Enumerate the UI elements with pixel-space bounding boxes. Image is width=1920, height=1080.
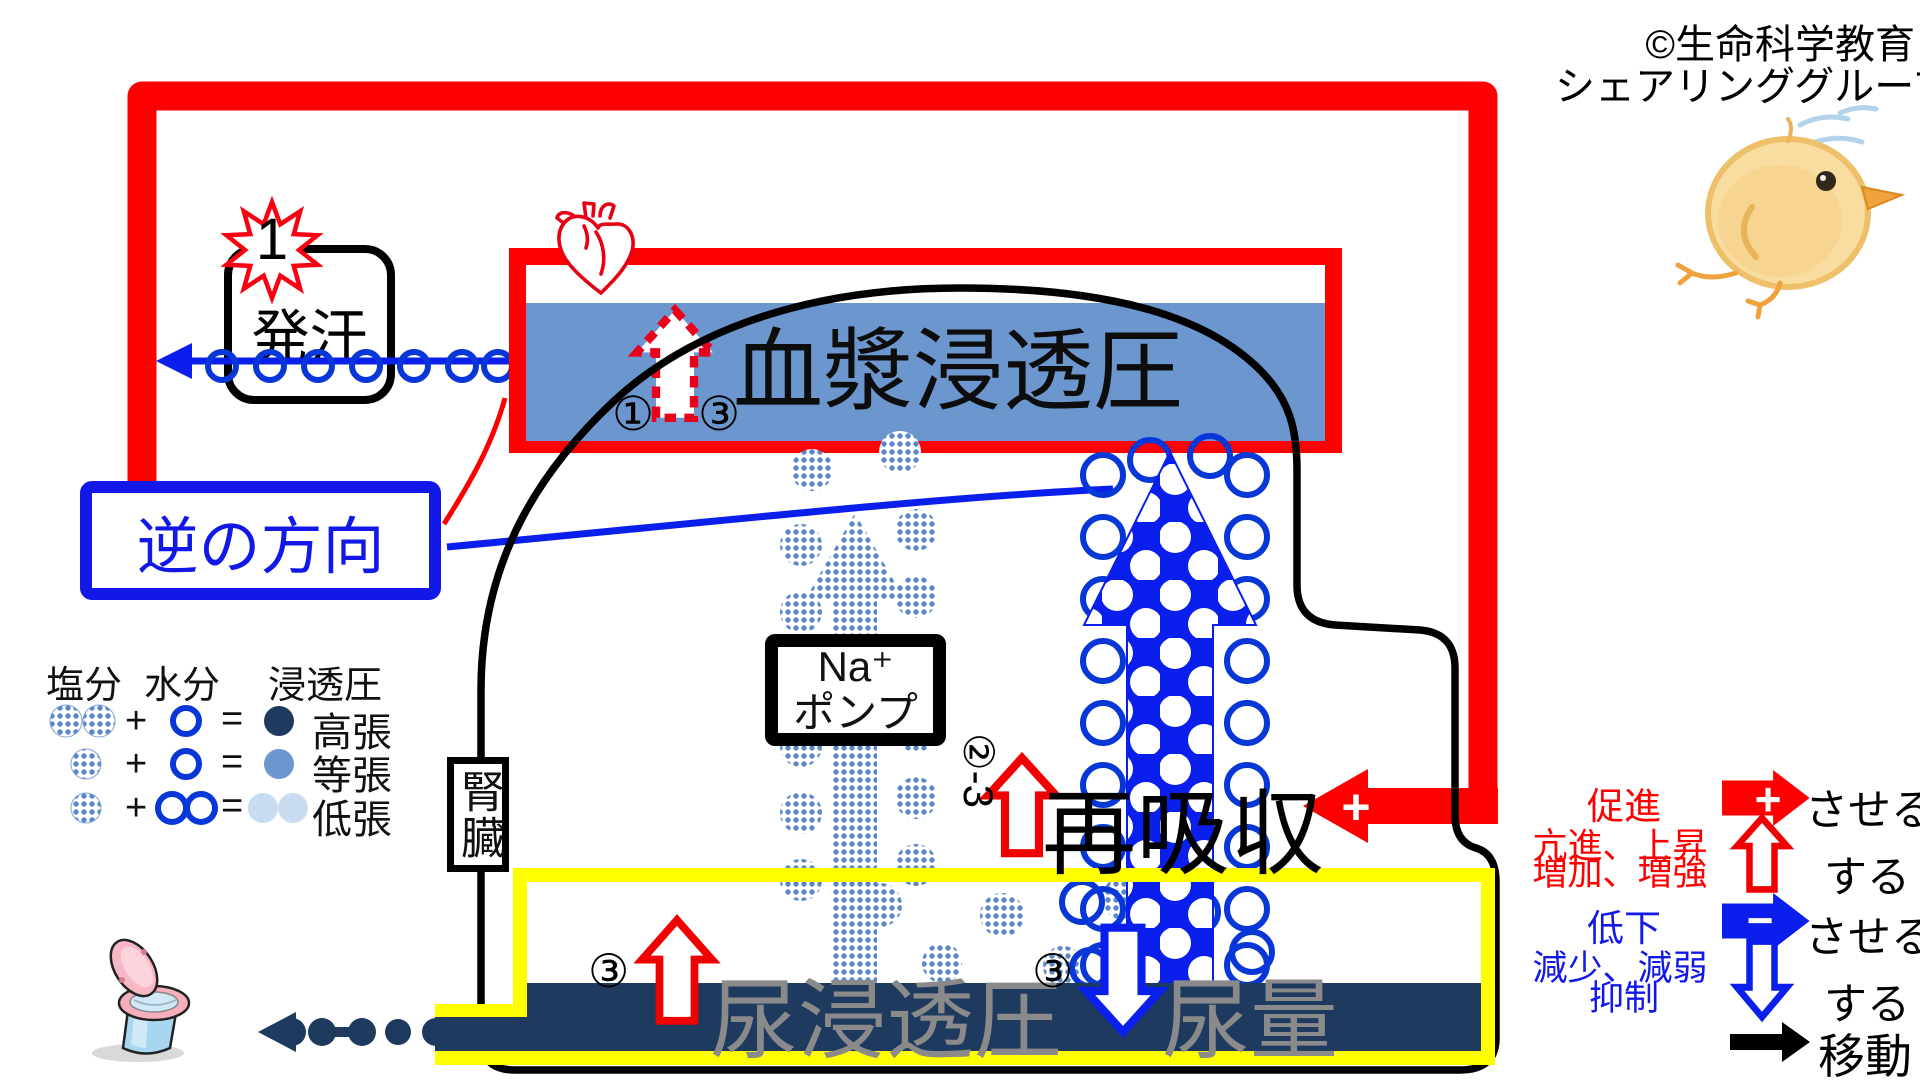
urine-vol-label: 尿量 xyxy=(1162,971,1339,1070)
legend-row-isotonic-glyphs xyxy=(70,748,294,780)
left-arrowhead-icon xyxy=(156,343,192,379)
kidney-box: 腎臓 xyxy=(447,757,509,872)
suppress-line2: 減少、減弱 xyxy=(1532,949,1708,988)
legend-col-salt: 塩分 xyxy=(46,665,123,707)
legend-col-water: 水分 xyxy=(144,665,221,707)
suppress-line3: 抑制 xyxy=(1588,979,1659,1018)
red-thin-curve xyxy=(441,397,508,526)
legend-col-osmo: 浸透圧 xyxy=(268,665,383,707)
sweat-label: 発汗 xyxy=(251,304,368,370)
legend-eq-2: = xyxy=(221,741,244,783)
na-pump-line2: ポンプ xyxy=(793,689,918,736)
plasma-title: 血漿浸透圧 xyxy=(733,322,1183,422)
urine-spout-navy xyxy=(435,1017,547,1051)
legend-plus-3: + xyxy=(125,787,148,829)
legend-row-hypotonic-glyphs xyxy=(70,791,308,825)
urine-vol-number: ③ xyxy=(1032,945,1074,997)
reab-number: ②-3 xyxy=(955,733,1002,808)
legend-row-hypertonic-glyphs xyxy=(49,704,294,738)
legend-minus-sign: − xyxy=(1746,894,1774,946)
na-pump-line1: Na⁺ xyxy=(817,643,894,690)
legend-eq-3: = xyxy=(221,785,244,827)
copyright-line1: ©生命科学教育 xyxy=(1645,23,1915,67)
promote-line3: 増加、増強 xyxy=(1532,854,1708,893)
legend-label-isotonic: 等張 xyxy=(312,754,392,798)
label-suru-blue: する xyxy=(1824,981,1910,1029)
label-saseru-red: させる xyxy=(1805,787,1920,835)
suppress-line1: 低下 xyxy=(1587,908,1661,949)
toilet-icon xyxy=(92,938,191,1062)
burst-number: 1 xyxy=(255,207,289,272)
label-move: 移動 xyxy=(1818,1030,1912,1080)
red-up-arrow-icon xyxy=(1729,813,1795,893)
legend-eq-1: = xyxy=(221,698,244,740)
legend-label-hypotonic: 低張 xyxy=(312,798,392,842)
promote-line1: 促進 xyxy=(1587,786,1661,827)
reverse-direction-label: 逆の方向 xyxy=(136,512,385,582)
label-suru-red: する xyxy=(1824,854,1910,902)
legend-label-hypertonic: 高張 xyxy=(312,711,392,755)
black-right-arrow-icon xyxy=(1730,1022,1810,1062)
urine-osmo-label: 尿浸透圧 xyxy=(710,971,1063,1070)
reverse-direction-box: 逆の方向 xyxy=(80,481,441,600)
copyright-line2: シェアリンググループ xyxy=(1555,65,1920,109)
urine-osmo-number: ③ xyxy=(588,945,630,997)
na-pump-box: Na⁺ ポンプ xyxy=(765,634,946,746)
label-saseru-blue: させる xyxy=(1805,914,1920,962)
blue-down-arrow-icon xyxy=(1729,937,1795,1023)
plasma-num-left: ① xyxy=(612,387,655,440)
legend-plus-sign: + xyxy=(1754,773,1782,825)
legend-plus-1: + xyxy=(125,700,148,742)
kidney-label: 腎臓 xyxy=(454,768,503,861)
urine-box-frame xyxy=(513,868,1495,1065)
reab-plus-sign: + xyxy=(1341,779,1371,835)
reab-title: 再吸収 xyxy=(1042,781,1325,886)
legend-plus-2: + xyxy=(125,743,148,785)
blue-thin-curve xyxy=(446,485,1114,551)
promote-line2: 亢進、上昇 xyxy=(1532,827,1708,866)
